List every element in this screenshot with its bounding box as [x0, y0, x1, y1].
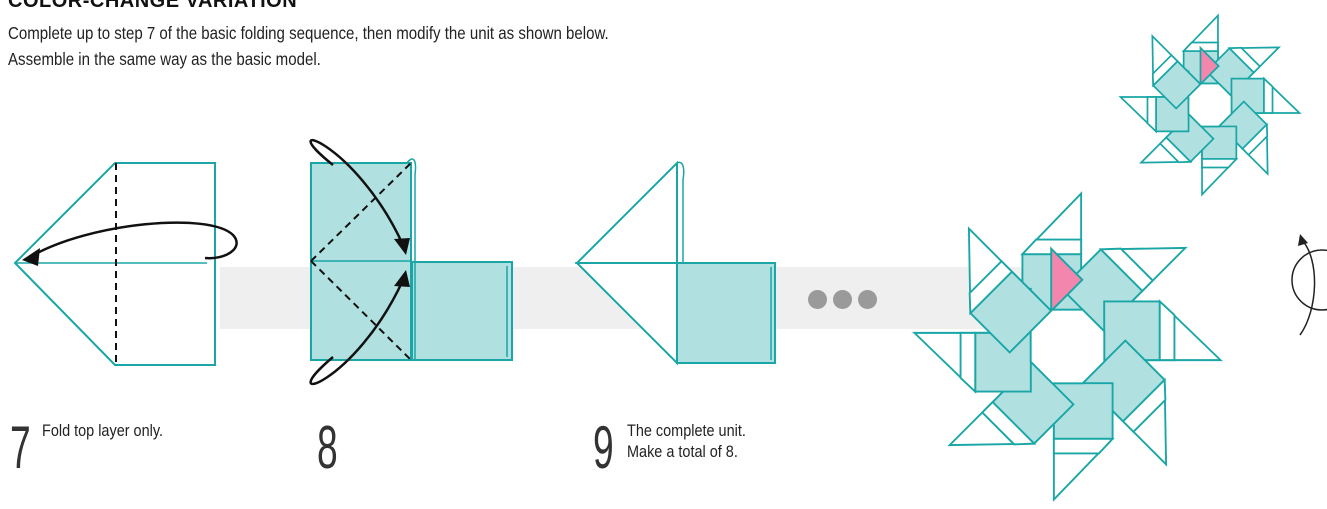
unit-flap — [1146, 96, 1157, 134]
turn-over-arrow — [1299, 239, 1316, 336]
step7-diagram — [13, 162, 238, 366]
assembled-star-small — [1118, 13, 1302, 197]
star-unit — [1118, 70, 1191, 134]
intro-line-2: Assemble in the same way as the basic mo… — [8, 49, 321, 69]
dot — [858, 290, 877, 309]
step8-edge-layer — [406, 158, 417, 360]
step9-caption-line-2: Make a total of 8. — [627, 442, 738, 461]
star-center — [1029, 308, 1106, 385]
step9-square — [676, 262, 776, 364]
unit-flap — [1052, 437, 1115, 455]
unit-flap — [1020, 238, 1083, 256]
step9-caption: The complete unit. Make a total of 8. — [627, 420, 746, 462]
unit-flap — [959, 331, 977, 394]
unit-flap — [1151, 53, 1179, 88]
unit-flap — [1121, 377, 1167, 434]
step9-diagram — [574, 160, 776, 366]
step9-caption-line-1: The complete unit. — [627, 421, 746, 440]
step8-arrow-upper — [309, 139, 405, 246]
intro-text: Complete up to step 7 of the basic foldi… — [8, 20, 609, 72]
star-unit — [967, 226, 1084, 354]
assembled-star-large — [912, 191, 1223, 502]
step9-triangle-lower — [574, 262, 678, 366]
turn-over-circle — [1291, 249, 1327, 311]
step-number-7: 7 — [10, 414, 31, 481]
dot — [833, 290, 852, 309]
star-unit — [1151, 33, 1220, 110]
step7-caption: Fold top layer only. — [42, 420, 163, 441]
step8-diagram — [309, 139, 513, 386]
unit-flap — [1201, 158, 1239, 169]
step8-flap-right — [411, 261, 513, 361]
unit-flap — [1158, 299, 1176, 362]
star-center — [1187, 82, 1233, 128]
step8-arrowhead-lower — [394, 270, 410, 287]
step7-caption-line: Fold top layer only. — [42, 421, 164, 440]
turn-over-arrowhead — [1298, 234, 1308, 246]
step9-edge-layer — [676, 161, 685, 263]
page-title: COLOR-CHANGE VARIATION — [8, 0, 298, 12]
step8-arrow-lower — [309, 279, 405, 386]
turn-over-icon — [1291, 234, 1327, 336]
step-number-8: 8 — [317, 414, 338, 481]
step9-triangle — [574, 160, 678, 264]
unit-flap — [1241, 122, 1269, 157]
step7-arrowhead — [22, 248, 40, 266]
unit-flap — [980, 400, 1037, 446]
step7-fold-arrow — [29, 221, 238, 260]
intro-line-1: Complete up to step 7 of the basic foldi… — [8, 23, 609, 43]
unit-flap — [968, 259, 1014, 316]
unit-flap — [1158, 136, 1193, 164]
unit-flap — [1263, 76, 1274, 114]
dot — [808, 290, 827, 309]
unit-pink-panel — [1199, 45, 1220, 87]
step-number-9: 9 — [593, 414, 614, 481]
unit-pink-panel — [1050, 246, 1084, 314]
step8-arrowhead-upper — [394, 238, 410, 255]
continuation-dots — [808, 290, 883, 314]
unit-flap — [1098, 247, 1155, 293]
unit-flap — [1181, 41, 1219, 52]
unit-flap — [1227, 46, 1262, 74]
star-unit — [1102, 299, 1223, 406]
